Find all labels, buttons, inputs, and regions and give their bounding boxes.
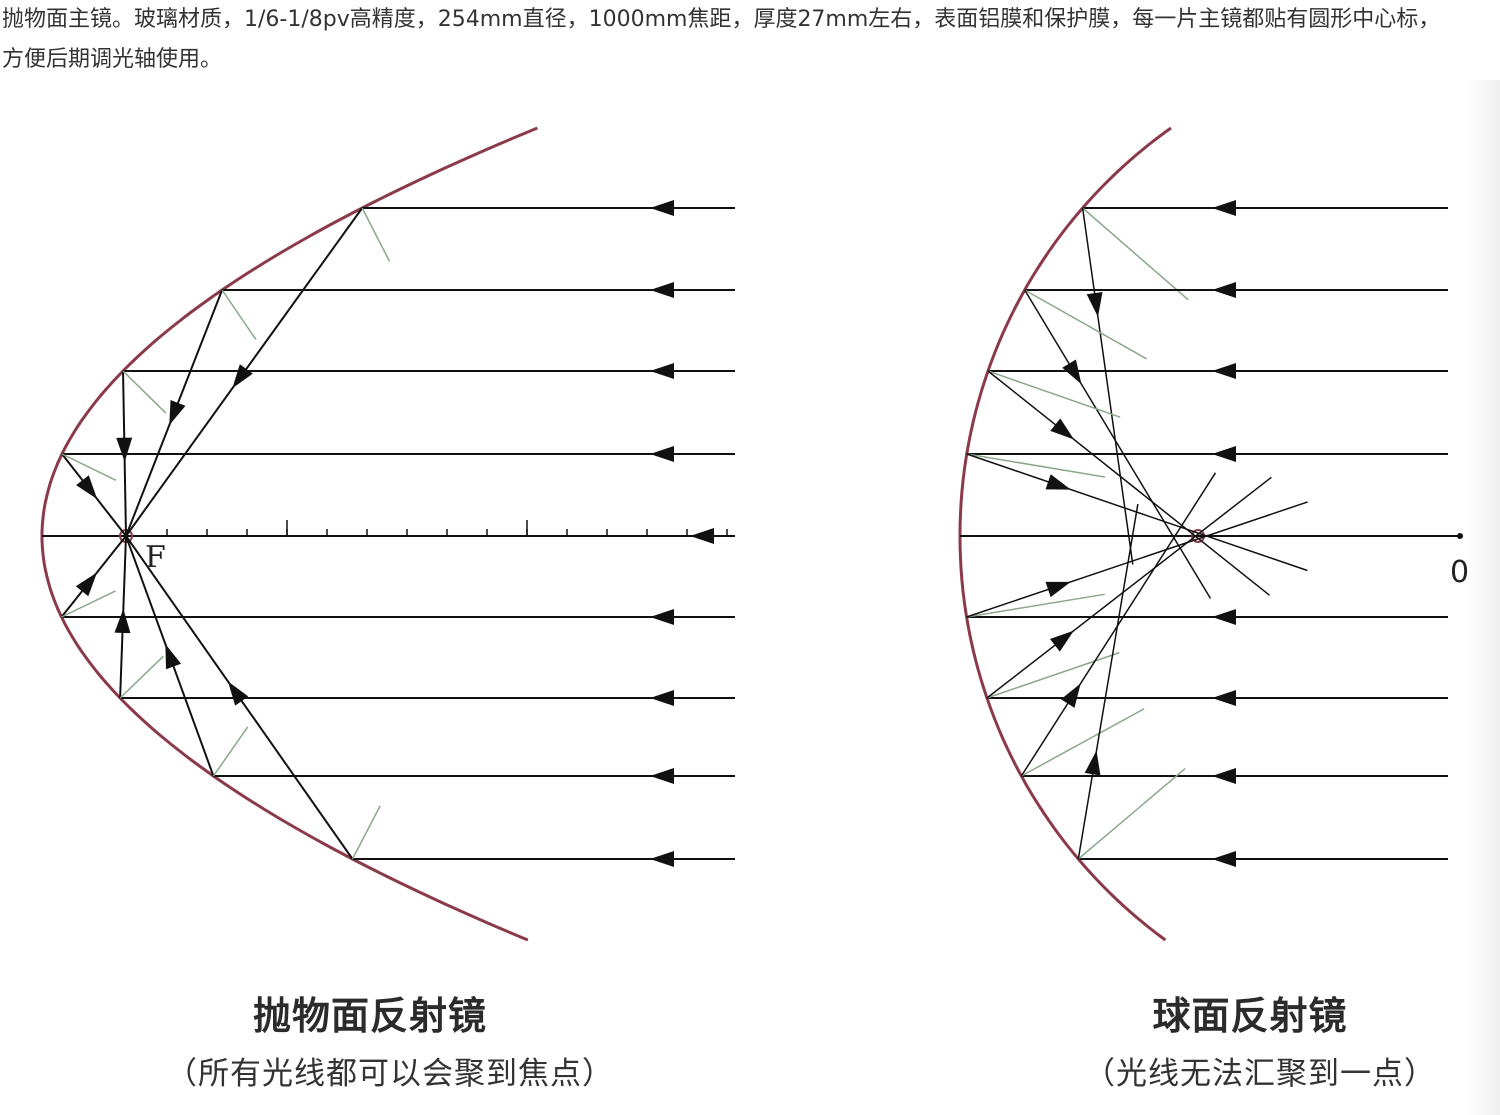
spherical-caption-subtitle: （光线无法汇聚到一点） xyxy=(1084,1056,1436,1092)
incoming-ray-arrow xyxy=(650,851,674,867)
surface-normal-line xyxy=(361,207,391,262)
reflected-ray xyxy=(1081,207,1134,565)
spherical-mirror-diagram xyxy=(958,126,1463,942)
reflected-ray-arrow xyxy=(1050,418,1075,440)
incoming-ray-arrow xyxy=(1212,768,1236,784)
incoming-ray-arrow xyxy=(650,446,674,462)
surface-normal-line xyxy=(119,655,164,699)
incoming-ray-arrow xyxy=(650,200,674,216)
reflected-ray-arrow xyxy=(1045,474,1071,490)
reflected-ray-arrow xyxy=(76,475,98,500)
incoming-ray-arrow xyxy=(650,768,674,784)
surface-normal-line xyxy=(61,590,116,618)
surface-normal-line xyxy=(221,289,257,340)
right-edge-shading xyxy=(1465,80,1500,1115)
incoming-ray-arrow xyxy=(1212,363,1236,379)
surface-normal-line xyxy=(966,593,1105,618)
reflected-ray-arrow xyxy=(232,364,253,389)
incoming-ray-arrow xyxy=(650,363,674,379)
reflected-ray xyxy=(986,476,1272,699)
surface-normal-line xyxy=(966,453,1105,478)
incoming-ray-arrow xyxy=(1212,446,1236,462)
parabolic-caption-title: 抛物面反射镜 xyxy=(252,994,487,1038)
surface-normal-line xyxy=(1024,289,1147,360)
reflected-ray-arrow xyxy=(1084,750,1101,776)
parabolic-mirror-diagram xyxy=(40,126,735,942)
reflected-ray-arrow xyxy=(169,400,186,426)
reflected-ray-arrow xyxy=(1050,630,1074,652)
spherical-mirror-curve xyxy=(958,126,1172,942)
reflected-ray xyxy=(1024,289,1212,599)
surface-normal-line xyxy=(1082,207,1189,301)
incoming-ray-arrow xyxy=(1212,200,1236,216)
mirror-comparison-figure xyxy=(0,80,1500,1115)
reflected-ray-arrow xyxy=(114,608,131,634)
spherical-caption-title: 球面反射镜 xyxy=(1152,994,1348,1038)
mirror-diagrams-svg xyxy=(40,126,1463,942)
incoming-ray-arrow xyxy=(1212,609,1236,625)
reflected-ray xyxy=(1077,503,1139,860)
reflected-ray-arrow xyxy=(116,437,133,462)
parabolic-caption-subtitle: （所有光线都可以会聚到焦点） xyxy=(166,1056,614,1092)
reflected-ray-arrow xyxy=(1045,581,1071,598)
incoming-ray-arrow xyxy=(1212,690,1236,706)
reflected-ray xyxy=(987,370,1271,596)
reflected-ray-arrow xyxy=(75,572,97,597)
parabolic-mirror-curve xyxy=(40,126,538,942)
surface-normal-line xyxy=(1021,708,1145,777)
reflected-ray-arrow xyxy=(165,644,182,670)
surface-normal-line xyxy=(987,370,1121,418)
center-point-label: 0 xyxy=(1450,555,1470,590)
surface-normal-line xyxy=(122,370,167,414)
surface-normal-line xyxy=(212,726,249,777)
incoming-ray-arrow xyxy=(1212,851,1236,867)
incoming-ray-arrow xyxy=(1212,282,1236,298)
reflected-ray-arrow xyxy=(227,681,249,706)
reflected-ray-arrow xyxy=(1060,683,1081,708)
incoming-ray-arrow xyxy=(650,282,674,298)
reflected-ray-arrow xyxy=(1086,292,1103,317)
center-of-curvature-dot xyxy=(1457,533,1463,539)
surface-normal-line xyxy=(351,805,381,860)
intro-paragraph: 抛物面主镜。玻璃材质，1/6-1/8pv高精度，254mm直径，1000mm焦距… xyxy=(2,7,1441,72)
incoming-ray-arrow xyxy=(650,690,674,706)
surface-normal-line xyxy=(61,453,117,481)
focus-point-label: F xyxy=(145,540,166,575)
reflected-ray xyxy=(966,501,1308,618)
axis-ray-arrow xyxy=(690,528,714,544)
surface-normal-line xyxy=(986,651,1120,699)
paraxial-focus-marker xyxy=(1191,529,1205,543)
surface-normal-line xyxy=(1077,767,1186,860)
incoming-ray-arrow xyxy=(650,609,674,625)
